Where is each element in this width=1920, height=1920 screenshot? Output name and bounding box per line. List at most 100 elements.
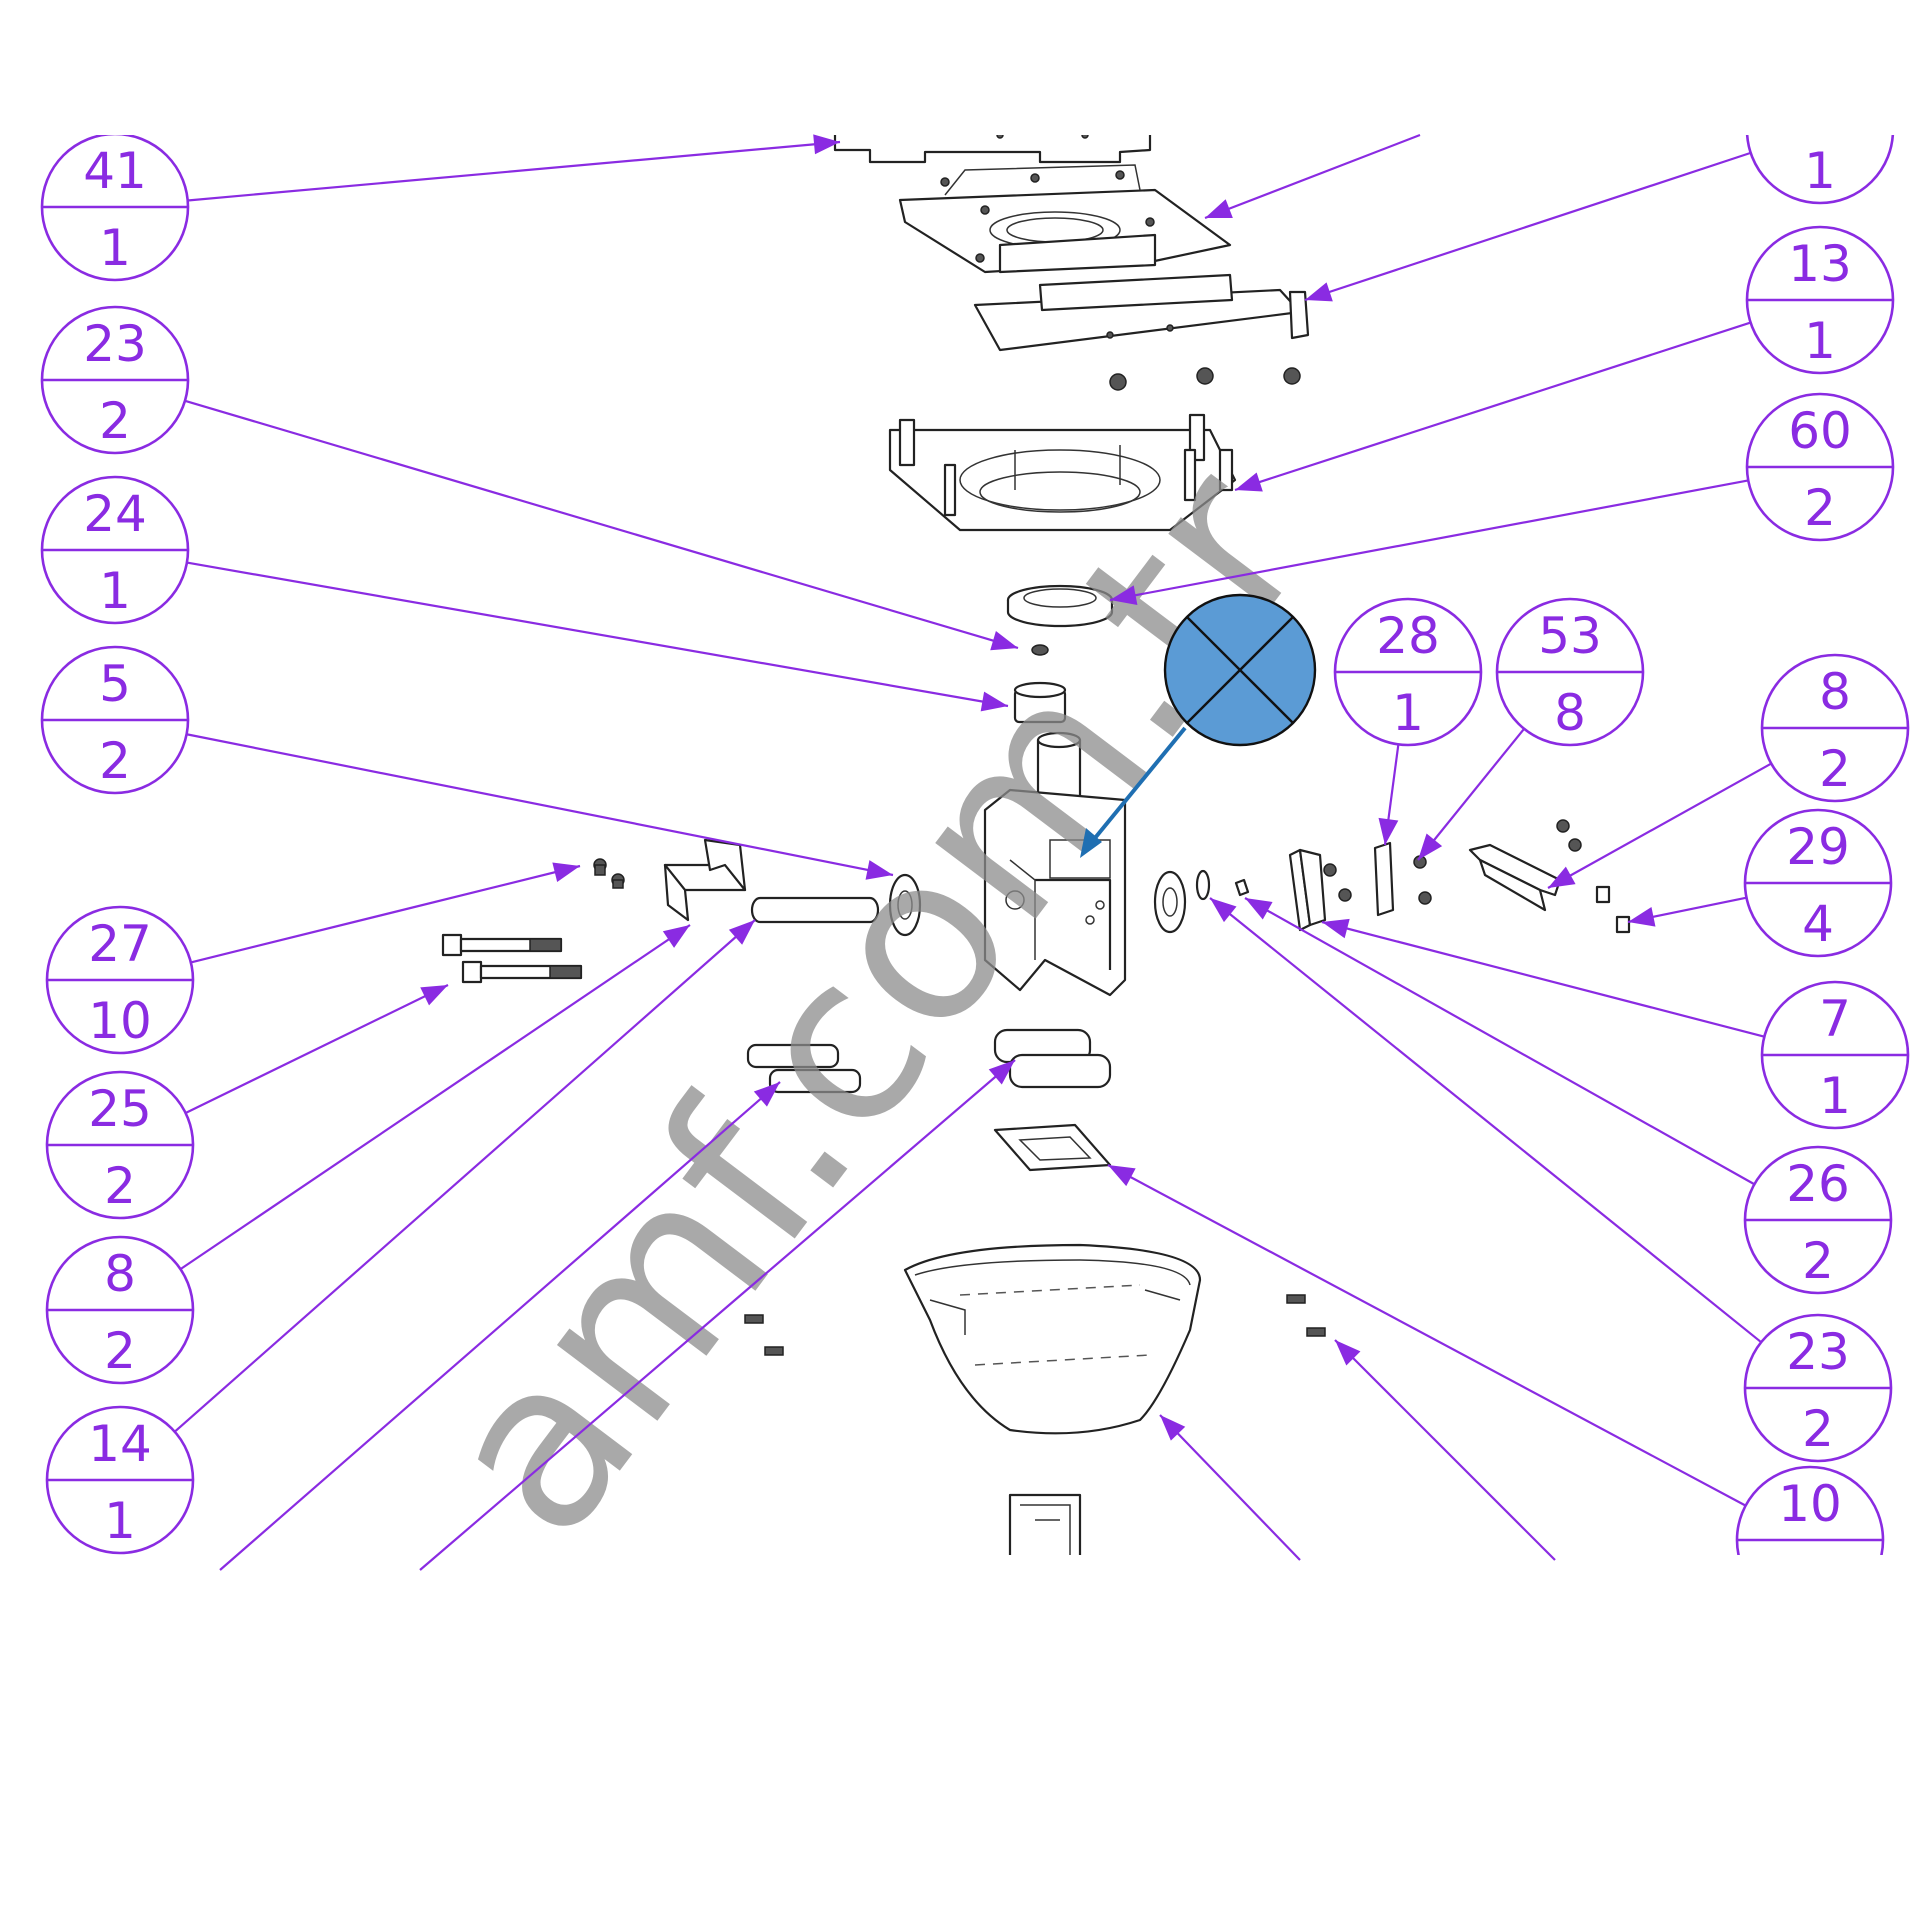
balloon-leader-arrowhead — [662, 925, 690, 948]
balloon-callout: 602 — [1745, 392, 1895, 542]
small-plate-part — [993, 1123, 1112, 1172]
balloon-item-number: 13 — [1788, 235, 1852, 293]
bottom-bracket-part — [1008, 1493, 1082, 1555]
axle-part — [750, 896, 880, 924]
balloon-leader — [1109, 479, 1749, 602]
balloon-callout: 538 — [1495, 597, 1645, 747]
balloon-leader — [184, 399, 1019, 650]
offscreen-balloon-leader — [1334, 1339, 1556, 1561]
balloon-leader-arrowhead — [1235, 472, 1263, 492]
balloon-leader-arrowhead — [728, 920, 755, 945]
balloon-leader — [187, 140, 841, 202]
balloon-callout: 1 — [1745, 135, 1895, 205]
balloon-quantity: 1 — [1804, 312, 1836, 370]
leader-lines — [174, 133, 1772, 1571]
left-pins — [746, 1043, 862, 1094]
right-pins — [993, 1028, 1112, 1089]
balloon-callout: 141 — [45, 1405, 195, 1555]
balloon-quantity: 1 — [1804, 142, 1836, 200]
balloon-leader-arrowhead — [1108, 1165, 1136, 1187]
tub-screws-left — [744, 1314, 784, 1356]
tub-housing-part — [903, 1243, 1202, 1435]
balloon-item-number: 8 — [104, 1245, 136, 1303]
right-bracket-part — [1468, 843, 1562, 912]
balloon-quantity: 2 — [1802, 1232, 1834, 1290]
square-nuts — [1595, 885, 1631, 934]
balloon-callout: 232 — [1743, 1313, 1893, 1463]
balloon-item-number: 10 — [1778, 1475, 1842, 1533]
balloon-leader — [1321, 920, 1765, 1038]
balloon-item-number: 23 — [1786, 1323, 1850, 1381]
balloon-quantity: 2 — [104, 1322, 136, 1380]
balloon-item-number: 41 — [83, 142, 147, 200]
balloon-leader-arrowhead — [552, 862, 580, 882]
balloon-item-number: 23 — [83, 315, 147, 373]
balloon-leader — [186, 733, 894, 877]
balloon-leader — [1107, 1164, 1747, 1507]
balloon-leader-arrowhead — [1322, 918, 1350, 939]
washer-part — [1031, 644, 1049, 656]
balloon-leader-arrowhead — [980, 691, 1008, 712]
balloon-quantity: 1 — [99, 219, 131, 277]
right-screws — [1323, 819, 1582, 905]
balloon-leader — [186, 561, 1009, 708]
balloon-leader — [1234, 321, 1751, 492]
parts-drawing — [441, 135, 1631, 1555]
balloon-item-number: 60 — [1788, 402, 1852, 460]
offscreen-balloon-leader-arrowhead — [1335, 1340, 1361, 1366]
balloon-callout: 252 — [45, 1070, 195, 1220]
balloon-quantity: 1 — [1392, 684, 1424, 742]
balloon-leader-arrowhead — [1548, 866, 1576, 888]
offscreen-balloon-leader-arrowhead — [1160, 1415, 1186, 1441]
balloon-leader — [179, 924, 691, 1271]
balloon-item-number: 26 — [1786, 1155, 1850, 1213]
balloon-leader-arrowhead — [865, 860, 893, 880]
balloon-leader-arrowhead — [1210, 898, 1237, 923]
balloon-item-number: 5 — [99, 655, 131, 713]
balloon-leader-arrowhead — [1305, 282, 1333, 302]
balloon-leader-arrowhead — [1378, 817, 1399, 845]
balloon-leader — [1304, 151, 1752, 302]
balloon-callout: 411 — [40, 135, 190, 282]
left-small-bracket-part — [663, 838, 747, 922]
balloon-item-number: 8 — [1819, 663, 1851, 721]
slider-block-part — [1373, 841, 1395, 917]
balloon-leader — [1547, 762, 1772, 889]
balloon-leader-arrowhead — [813, 134, 840, 155]
bearing-part — [1006, 584, 1114, 628]
long-bolts — [441, 933, 583, 984]
balloon-quantity: 1 — [1819, 1067, 1851, 1125]
balloon-quantity: 1 — [99, 562, 131, 620]
offscreen-balloon-leader-arrowhead — [1205, 199, 1233, 218]
balloon-callout: 52 — [40, 645, 190, 795]
balloon-quantity: 2 — [1819, 740, 1851, 798]
balloon-leader — [1209, 897, 1762, 1344]
balloon-leader-arrowhead — [1110, 585, 1138, 606]
channel-bracket-part — [973, 273, 1310, 352]
spacer-sleeve-part — [1013, 681, 1067, 724]
balloon-item-number: 27 — [88, 915, 152, 973]
balloon-callout: 71 — [1760, 980, 1910, 1130]
balloon-item-number: 7 — [1819, 990, 1851, 1048]
balloon-quantity: 2 — [104, 1157, 136, 1215]
balloon-leader — [1417, 728, 1525, 861]
right-washers — [1195, 869, 1250, 901]
nuts-set — [1109, 367, 1301, 391]
balloon-callout: 10 — [1735, 1465, 1885, 1555]
balloon-item-number: 14 — [88, 1415, 152, 1473]
balloon-leader-arrowhead — [990, 631, 1018, 651]
balloon-leader-arrowhead — [1245, 898, 1273, 920]
balloon-callout: 82 — [45, 1235, 195, 1385]
balloon-callout: 262 — [1743, 1145, 1893, 1295]
balloon-callout: 241 — [40, 475, 190, 625]
offscreen-balloon-leader — [419, 1059, 1016, 1571]
balloon-item-number: 29 — [1786, 818, 1850, 876]
right-roller-part — [1153, 870, 1187, 934]
watermark-text: amf.com.tr — [391, 423, 1358, 1583]
base-plate-part — [888, 413, 1237, 532]
balloon-quantity: 4 — [1802, 895, 1834, 953]
balloon-quantity: 2 — [1804, 479, 1836, 537]
balloon-item-number: 24 — [83, 485, 147, 543]
balloon-quantity: 8 — [1554, 684, 1586, 742]
